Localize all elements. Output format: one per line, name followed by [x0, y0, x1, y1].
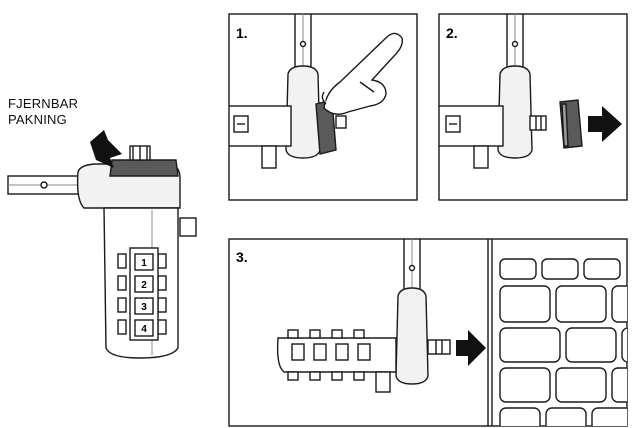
dial-3[interactable]: [134, 297, 154, 315]
removable-gasket-label: FJERNBAR PAKNING: [8, 96, 78, 128]
lock-overview: [7, 145, 197, 359]
dial-digit-1: 1: [141, 258, 147, 269]
label-line-2: PAKNING: [8, 112, 67, 127]
gasket-pointer-arrow-icon: [90, 130, 122, 168]
laptop-keyboard: [499, 258, 627, 426]
label-line-1: FJERNBAR: [8, 96, 79, 111]
step-3-arrow-icon: [456, 330, 486, 366]
step-3-number: 3.: [236, 249, 248, 265]
combination-dials: 1 2 3 4: [134, 253, 154, 337]
dial-digit-3: 3: [141, 302, 147, 313]
dial-digit-4: 4: [141, 324, 147, 335]
step-1-number: 1.: [236, 25, 248, 41]
dial-2[interactable]: [134, 275, 154, 293]
step-2-arrow-icon: [588, 106, 622, 142]
step-2-number: 2.: [446, 25, 458, 41]
dial-1[interactable]: [134, 253, 154, 271]
dial-digit-2: 2: [141, 280, 147, 291]
dial-4[interactable]: [134, 319, 154, 337]
